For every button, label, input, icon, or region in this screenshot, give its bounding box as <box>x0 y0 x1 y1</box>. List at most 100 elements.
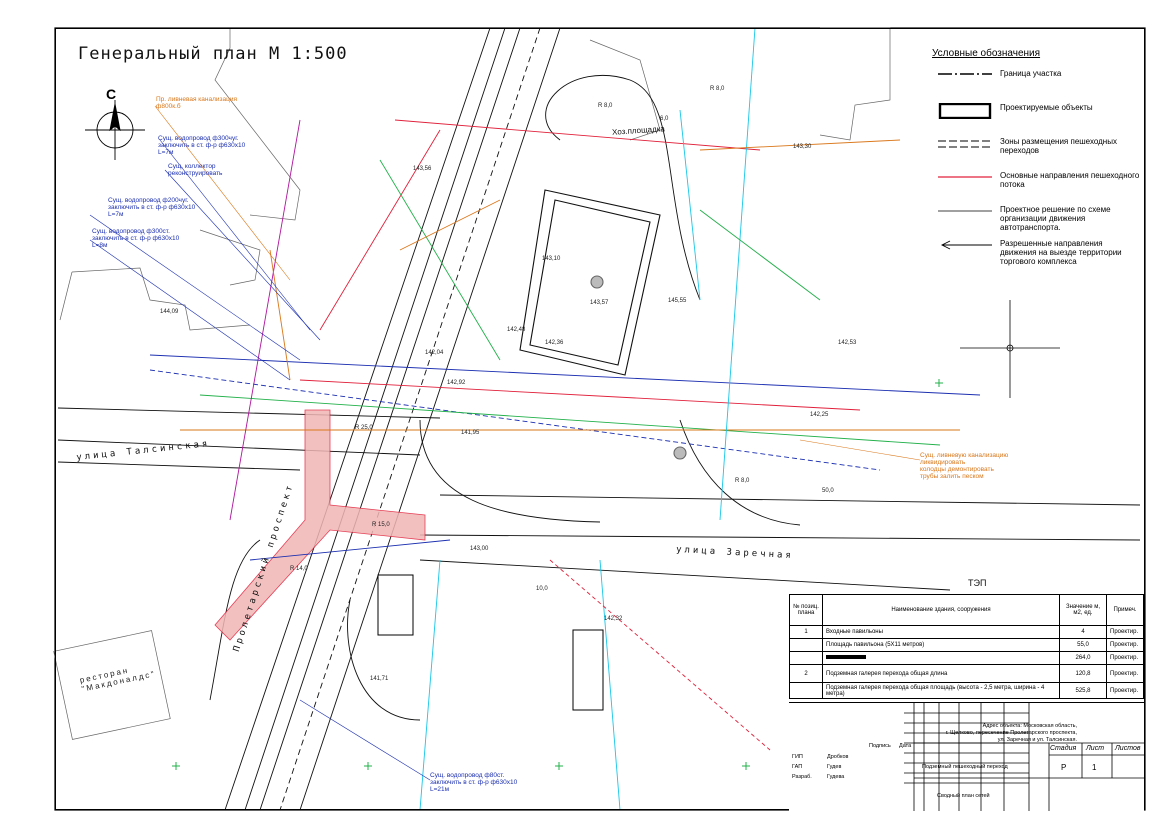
north-letter: С <box>106 86 117 102</box>
cell-note: Проектир. <box>1106 664 1144 683</box>
table-row: 1 Входные павильоны 4 Проектир. <box>789 625 1144 639</box>
cell-value: 55,0 <box>1059 638 1107 652</box>
cell-name: Подземная галерея перехода общая площадь… <box>822 682 1060 699</box>
cell-pos <box>789 682 823 699</box>
column-header: № позиц. плана <box>789 594 823 626</box>
height-mark: 143,57 <box>590 300 609 306</box>
height-mark: 142,04 <box>425 350 444 356</box>
legend-title: Условные обозначения <box>932 48 1041 59</box>
legend-item-label: Основные направления пешеходного потока <box>1000 171 1140 189</box>
height-mark: 143,00 <box>470 546 489 552</box>
height-mark: 141,95 <box>461 430 480 436</box>
cell-pos: 1 <box>789 625 823 639</box>
annotation-water-pipe-80: Сущ. водопровод ф80ст. заключить в ст. ф… <box>430 772 518 793</box>
shopping-centre <box>519 189 687 460</box>
height-mark: 145,55 <box>668 298 687 304</box>
sheet-name: Сводный план сетей <box>937 793 990 799</box>
height-mark: 142,32 <box>604 616 623 622</box>
grid-crosses <box>172 379 943 770</box>
cell-pos <box>789 638 823 652</box>
role-gap: ГАП <box>792 764 803 770</box>
legend: Условные обозначения Граница участка Про… <box>932 48 1140 273</box>
height-mark: 143,30 <box>793 144 812 150</box>
roads <box>57 27 1141 811</box>
annotation-water-pipe-200: Сущ. водопровод ф200чуг. заключить в ст.… <box>108 197 196 218</box>
legend-item-boundary: Граница участка <box>932 69 1137 103</box>
bold-rectangle-icon <box>938 103 992 119</box>
bold-line-symbol <box>826 655 866 659</box>
dimension-label: 50,0 <box>822 488 834 494</box>
arrow-left-icon <box>940 240 992 250</box>
height-mark: 144,09 <box>160 309 179 315</box>
title-block: Подпись Дата ГИП Дробков ГАП Гудев Разра… <box>789 702 1144 811</box>
height-mark: 143,56 <box>413 166 432 172</box>
radius-label: R 15,0 <box>372 522 390 528</box>
sheets-header: Листов <box>1115 745 1141 752</box>
double-dashed-lines-icon <box>938 140 992 148</box>
annotation-storm-sewer: Пр. ливневая канализация ф800к.б <box>156 96 237 110</box>
legend-item-crossing-zones: Зоны размещения пешеходных переходов <box>932 137 1137 171</box>
red-line-icon <box>938 176 992 178</box>
object-address: Адрес объекта: Московская область, г. Ще… <box>945 723 1077 743</box>
tep-label: ТЭП <box>968 578 987 588</box>
table-header-row: № позиц. плана Наименование здания, соор… <box>789 594 1144 626</box>
stage-header: Стадия <box>1050 745 1077 752</box>
annotation-water-pipe-300: Сущ. водопровод ф300чуг. заключить в ст.… <box>158 135 246 156</box>
cell-note: Проектир. <box>1106 682 1144 699</box>
legend-item-label: Проектируемые объекты <box>1000 103 1093 112</box>
name-developer: Гудева <box>827 774 845 780</box>
legend-item-label: Граница участка <box>1000 69 1062 78</box>
annotation-leaders <box>89 105 921 781</box>
sheet-value: 1 <box>1092 763 1097 772</box>
role-developer: Разраб. <box>792 774 812 780</box>
annotation-water-pipe-300st: Сущ. водопровод ф300ст. заключить в ст. … <box>92 228 180 249</box>
radius-label: R 8,0 <box>735 478 750 484</box>
height-mark: 142,36 <box>545 340 564 346</box>
specification-table: № позиц. плана Наименование здания, соор… <box>789 594 1144 699</box>
height-mark: 142,92 <box>447 380 466 386</box>
height-mark: 142,48 <box>507 327 526 333</box>
column-header: Значение м, м2, ед. <box>1059 594 1107 626</box>
table-row: 2 Подземная галерея перехода общая длина… <box>789 664 1144 683</box>
height-mark: 142,53 <box>838 340 857 346</box>
cell-value: 120,8 <box>1059 664 1107 683</box>
annotation-storm-liquidate: Сущ. ливневую канализацию ликвидировать … <box>920 452 1009 480</box>
cell-note: Проектир. <box>1106 651 1144 665</box>
table-row: Подземная галерея перехода общая площадь… <box>789 682 1144 699</box>
legend-item-label: Зоны размещения пешеходных переходов <box>1000 137 1117 155</box>
plan-title: Генеральный план М 1:500 <box>78 44 348 64</box>
cell-pos: 2 <box>789 664 823 683</box>
legend-item-label: Разрешенные направления движения на выез… <box>1000 239 1122 266</box>
legend-item-exit-directions: Разрешенные направления движения на выез… <box>932 239 1137 273</box>
table-row: Площадь павильона (5Х11 метров) 55,0 Про… <box>789 638 1144 652</box>
cell-name <box>822 651 1060 665</box>
pedestrian-tunnel <box>214 409 426 641</box>
height-mark: 143,10 <box>542 256 561 262</box>
cell-note: Проектир. <box>1106 638 1144 652</box>
legend-item-label: Проектное решение по схеме организации д… <box>1000 205 1111 232</box>
title-block-right-grid <box>914 742 1144 811</box>
cell-note: Проектир. <box>1106 625 1144 639</box>
crosshair-icon <box>960 300 1060 398</box>
height-mark: 141,71 <box>370 676 389 682</box>
sheet-header: Лист <box>1086 745 1105 752</box>
role-gip: ГИП <box>792 754 803 760</box>
project-name: Подземный пешеходный переход <box>922 764 1008 770</box>
cell-value: 525,8 <box>1059 682 1107 699</box>
title-block-grid <box>904 703 1030 811</box>
north-arrow-icon <box>85 100 145 160</box>
cell-value: 4 <box>1059 625 1107 639</box>
table-row: 264,0 Проектир. <box>789 651 1144 665</box>
radius-label: R 8,0 <box>598 103 613 109</box>
dash-dot-line-icon <box>938 73 992 75</box>
legend-item-projected: Проектируемые объекты <box>932 103 1137 137</box>
cell-name: Подземная галерея перехода общая длина <box>822 664 1060 683</box>
dimension-label: 6,0 <box>660 116 669 122</box>
entrance-pavilions <box>377 574 604 711</box>
sign-header: Подпись <box>869 743 891 749</box>
cell-value: 264,0 <box>1059 651 1107 665</box>
stage-value: Р <box>1061 763 1067 772</box>
column-header: Наименование здания, сооружения <box>822 594 1060 626</box>
utility-networks <box>149 27 981 811</box>
